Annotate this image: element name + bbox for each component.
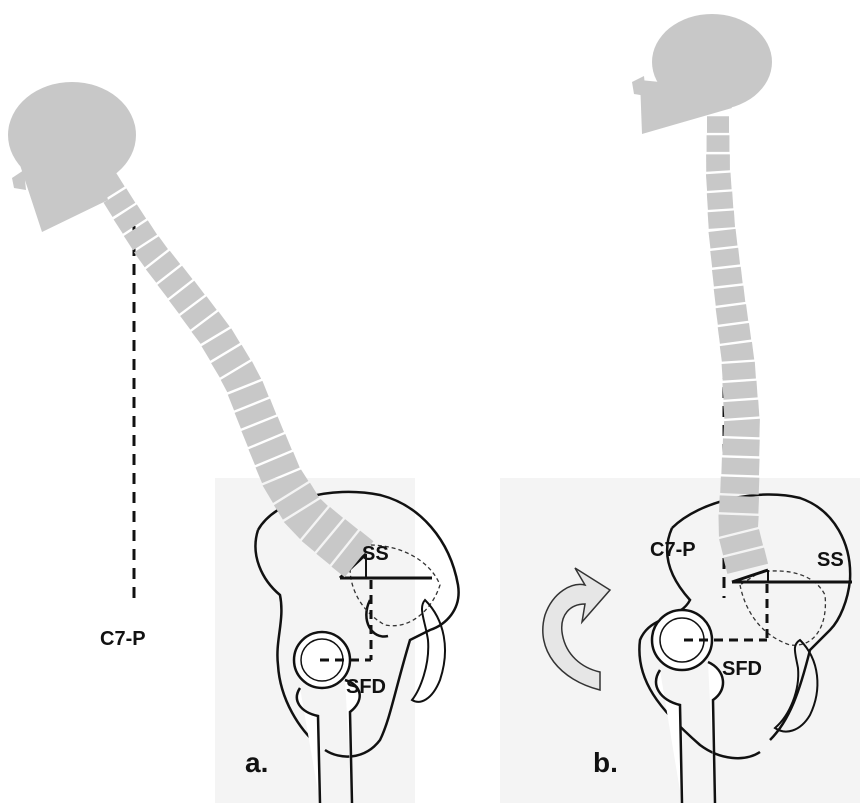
spine-b-vertebra — [721, 457, 759, 475]
panel-letter-a: a. — [245, 747, 268, 778]
spine-b-vertebra — [719, 495, 759, 513]
spine-b-vertebra — [716, 304, 749, 325]
spine-b-vertebra — [718, 323, 751, 344]
spine-b-vertebra — [722, 362, 756, 381]
spine-b-vertebra — [707, 116, 729, 133]
sacral-slope-label-a: SS — [362, 543, 389, 565]
spine-b-vertebra — [720, 342, 754, 362]
sfd-label-a: SFD — [346, 676, 386, 698]
spine-b-vertebra — [714, 286, 746, 306]
spine-b-vertebra — [712, 267, 743, 287]
spine-b-vertebra — [720, 477, 759, 495]
c7-plumb-label-b: C7-P — [650, 539, 696, 561]
spine-b-vertebra — [723, 400, 759, 419]
c7-plumb-label-a: C7-P — [100, 628, 146, 650]
spine-b-vertebra — [706, 154, 730, 171]
sfd-label-b: SFD — [722, 658, 762, 680]
spine-b-vertebra — [709, 229, 738, 249]
spine-b-vertebra — [723, 419, 759, 437]
spine-b-vertebra — [722, 438, 759, 456]
spine-b-vertebra — [710, 248, 740, 268]
spine-b-vertebra — [722, 381, 757, 400]
spine-b-vertebra — [706, 173, 732, 191]
coccyx-a — [412, 600, 445, 702]
sacral-slope-label-b: SS — [817, 549, 844, 571]
panel-letter-b: b. — [593, 747, 618, 778]
spine-b-vertebra — [707, 192, 734, 210]
spine-b-vertebra — [708, 211, 735, 229]
spine-b-vertebra — [707, 135, 730, 152]
head-b — [632, 14, 772, 134]
